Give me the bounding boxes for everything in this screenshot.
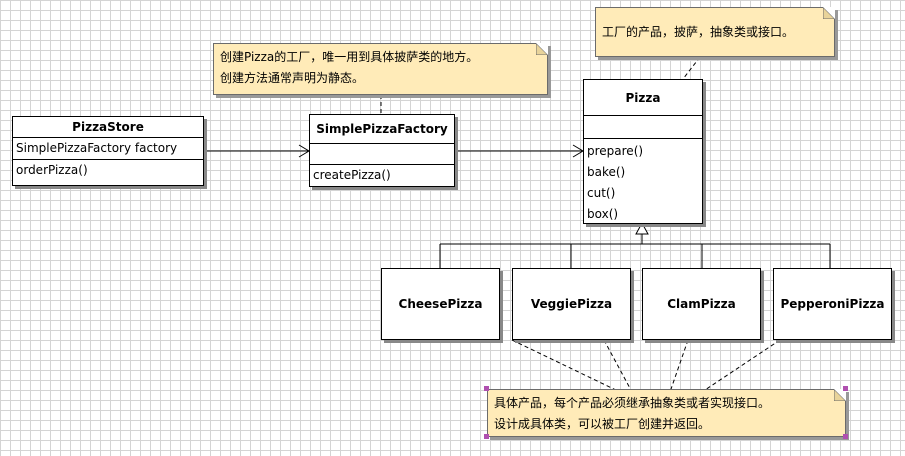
note-line: 工厂的产品，披萨，抽象类或接口。 [602,25,795,39]
selection-handle[interactable] [484,386,489,391]
method: createPizza() [313,168,391,182]
method: orderPizza() [16,163,88,177]
note-line: 创建Pizza的工厂，唯一用到具体披萨类的地方。 [220,50,479,64]
attributes-section: SimplePizzaFactory factory [13,138,203,160]
class-pizza-store[interactable]: PizzaStore SimplePizzaFactory factory or… [12,116,204,186]
class-name: CheesePizza [398,297,483,311]
method-cut: cut() [587,186,616,200]
method-box: box() [587,207,619,221]
class-veggie-pizza[interactable]: VeggiePizza [512,268,631,340]
class-name: VeggiePizza [530,297,613,311]
note-product[interactable]: 工厂的产品，披萨，抽象类或接口。 [595,7,835,57]
association-factory-to-pizza [455,144,584,158]
selection-handle[interactable] [484,434,489,439]
class-pepperoni-pizza[interactable]: PepperoniPizza [773,268,892,340]
class-name: PepperoniPizza [780,297,885,311]
methods-section: createPizza() [310,165,454,186]
note-line: 设计成具体类，可以被工厂创建并返回。 [494,417,711,431]
class-name: SimplePizzaFactory [310,115,454,144]
class-name: Pizza [584,80,702,116]
class-name: ClamPizza [667,297,736,311]
methods-section: prepare() bake() cut() box() [584,139,702,225]
class-pizza[interactable]: Pizza prepare() bake() cut() box() [583,79,703,224]
association-store-to-factory [203,144,310,158]
class-simple-pizza-factory[interactable]: SimplePizzaFactory createPizza() [309,114,455,187]
class-clam-pizza[interactable]: ClamPizza [642,268,761,340]
attributes-section [584,116,702,139]
note-factory[interactable]: 创建Pizza的工厂，唯一用到具体披萨类的地方。 创建方法通常声明为静态。 [213,43,548,95]
method-bake: bake() [587,165,626,179]
note-concrete-products[interactable]: 具体产品，每个产品必须继承抽象类或者实现接口。 设计成具体类，可以被工厂创建并返… [487,389,846,437]
generalization-tree [439,221,831,268]
attribute: SimplePizzaFactory factory [16,141,178,155]
note-fold-icon [536,43,548,55]
note-fold-icon [834,389,846,401]
selection-handle[interactable] [843,386,848,391]
note-line: 具体产品，每个产品必须继承抽象类或者实现接口。 [494,396,771,410]
note-anchors [380,56,781,393]
note-fold-icon [823,7,835,19]
class-name: PizzaStore [13,117,203,138]
attributes-section [310,144,454,165]
method-prepare: prepare() [587,144,644,158]
methods-section: orderPizza() [13,160,203,181]
selection-handle[interactable] [843,434,848,439]
note-line: 创建方法通常声明为静态。 [220,71,365,85]
class-cheese-pizza[interactable]: CheesePizza [381,268,500,340]
